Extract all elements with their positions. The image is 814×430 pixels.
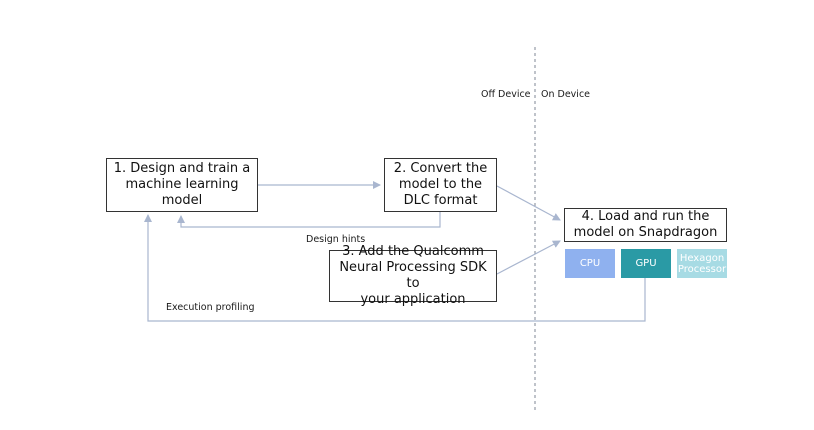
arrow-design-hints (177, 212, 441, 228)
off-device-label: Off Device (481, 89, 531, 100)
processor-chip-hexagon: Hexagon Processor (677, 249, 727, 278)
arrow-execution-profiling (144, 214, 646, 322)
step-convert-dlc-box: 2. Convert the model to the DLC format (384, 158, 497, 212)
processor-chip-gpu: GPU (621, 249, 671, 278)
arrow-sdk-to-load (496, 240, 561, 275)
design-hints-label: Design hints (306, 234, 366, 245)
on-device-label: On Device (541, 89, 591, 100)
processor-chip-cpu: CPU (565, 249, 615, 278)
step-load-run-box: 4. Load and run the model on Snapdragon (564, 208, 727, 242)
step-add-sdk-box: 3. Add the Qualcomm Neural Processing SD… (329, 244, 497, 307)
execution-profiling-label: Execution profiling (166, 302, 255, 313)
step-design-train-box: 1. Design and train a machine learning m… (106, 158, 258, 212)
arrow-convert-to-load (496, 185, 561, 221)
